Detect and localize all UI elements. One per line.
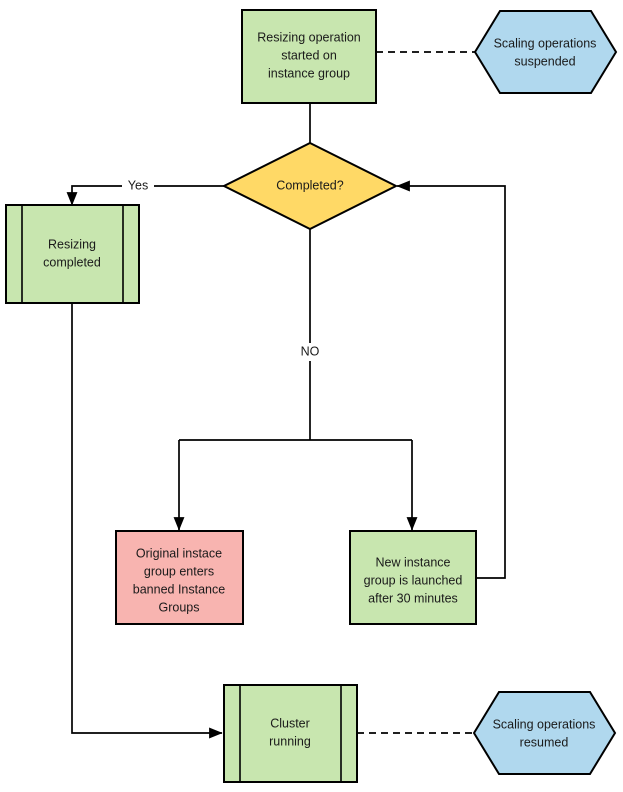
edge-new-group-to-decision: [396, 180, 506, 579]
original-group-banned-line-1: Original instace: [136, 546, 222, 560]
edge-label-no-group: NO: [293, 343, 327, 361]
cluster-running-line-1: Cluster: [270, 716, 310, 730]
node-original-group-banned[interactable]: Original instace group enters banned Ins…: [115, 530, 244, 625]
node-scaling-suspended[interactable]: Scaling operations suspended: [473, 10, 618, 94]
original-group-banned-box[interactable]: [115, 530, 244, 625]
scaling-suspended-hexagon[interactable]: [473, 10, 618, 94]
node-completed-decision[interactable]: Completed?: [221, 141, 399, 231]
original-group-banned-line-4: Groups: [159, 600, 200, 614]
resizing-completed-box[interactable]: [5, 204, 140, 304]
scaling-resumed-line-1: Scaling operations: [493, 717, 596, 731]
original-group-banned-line-2: group enters: [144, 564, 214, 578]
resizing-started-line-3: instance group: [268, 66, 350, 80]
resizing-completed-line-1: Resizing: [48, 237, 96, 251]
node-cluster-running[interactable]: Cluster running: [223, 684, 358, 783]
edge-decision-yes: [66, 185, 228, 206]
scaling-suspended-line-1: Scaling operations: [494, 36, 597, 50]
node-resizing-completed[interactable]: Resizing completed: [5, 204, 140, 304]
resizing-started-line-2: started on: [281, 48, 337, 62]
scaling-resumed-line-2: resumed: [520, 735, 569, 749]
new-group-launched-line-3: after 30 minutes: [368, 591, 458, 605]
edge-label-yes: Yes: [128, 178, 148, 192]
node-scaling-resumed[interactable]: Scaling operations resumed: [472, 691, 617, 775]
scaling-suspended-line-2: suspended: [514, 54, 575, 68]
edge-label-no: NO: [301, 344, 320, 358]
edge-resizing-completed-to-cluster: [71, 303, 223, 739]
new-group-launched-line-1: New instance: [375, 555, 450, 569]
resizing-started-box[interactable]: [241, 9, 377, 104]
node-resizing-started[interactable]: Resizing operation started on instance g…: [241, 9, 377, 104]
resizing-started-line-1: Resizing operation: [257, 30, 361, 44]
resizing-completed-line-2: completed: [43, 255, 101, 269]
node-new-group-launched[interactable]: New instance group is launched after 30 …: [349, 530, 477, 625]
cluster-running-box[interactable]: [223, 684, 358, 783]
scaling-resumed-hexagon[interactable]: [472, 691, 617, 775]
original-group-banned-line-3: banned Instance: [133, 582, 225, 596]
completed-decision-diamond[interactable]: [221, 141, 399, 231]
yes-label-backdrop: [122, 177, 154, 195]
new-group-launched-line-2: group is launched: [364, 573, 463, 587]
edge-label-yes-group: Yes: [122, 177, 154, 195]
new-group-launched-box[interactable]: [349, 530, 477, 625]
cluster-running-line-2: running: [269, 734, 311, 748]
no-label-backdrop: [293, 343, 327, 361]
completed-decision-label: Completed?: [276, 178, 343, 192]
